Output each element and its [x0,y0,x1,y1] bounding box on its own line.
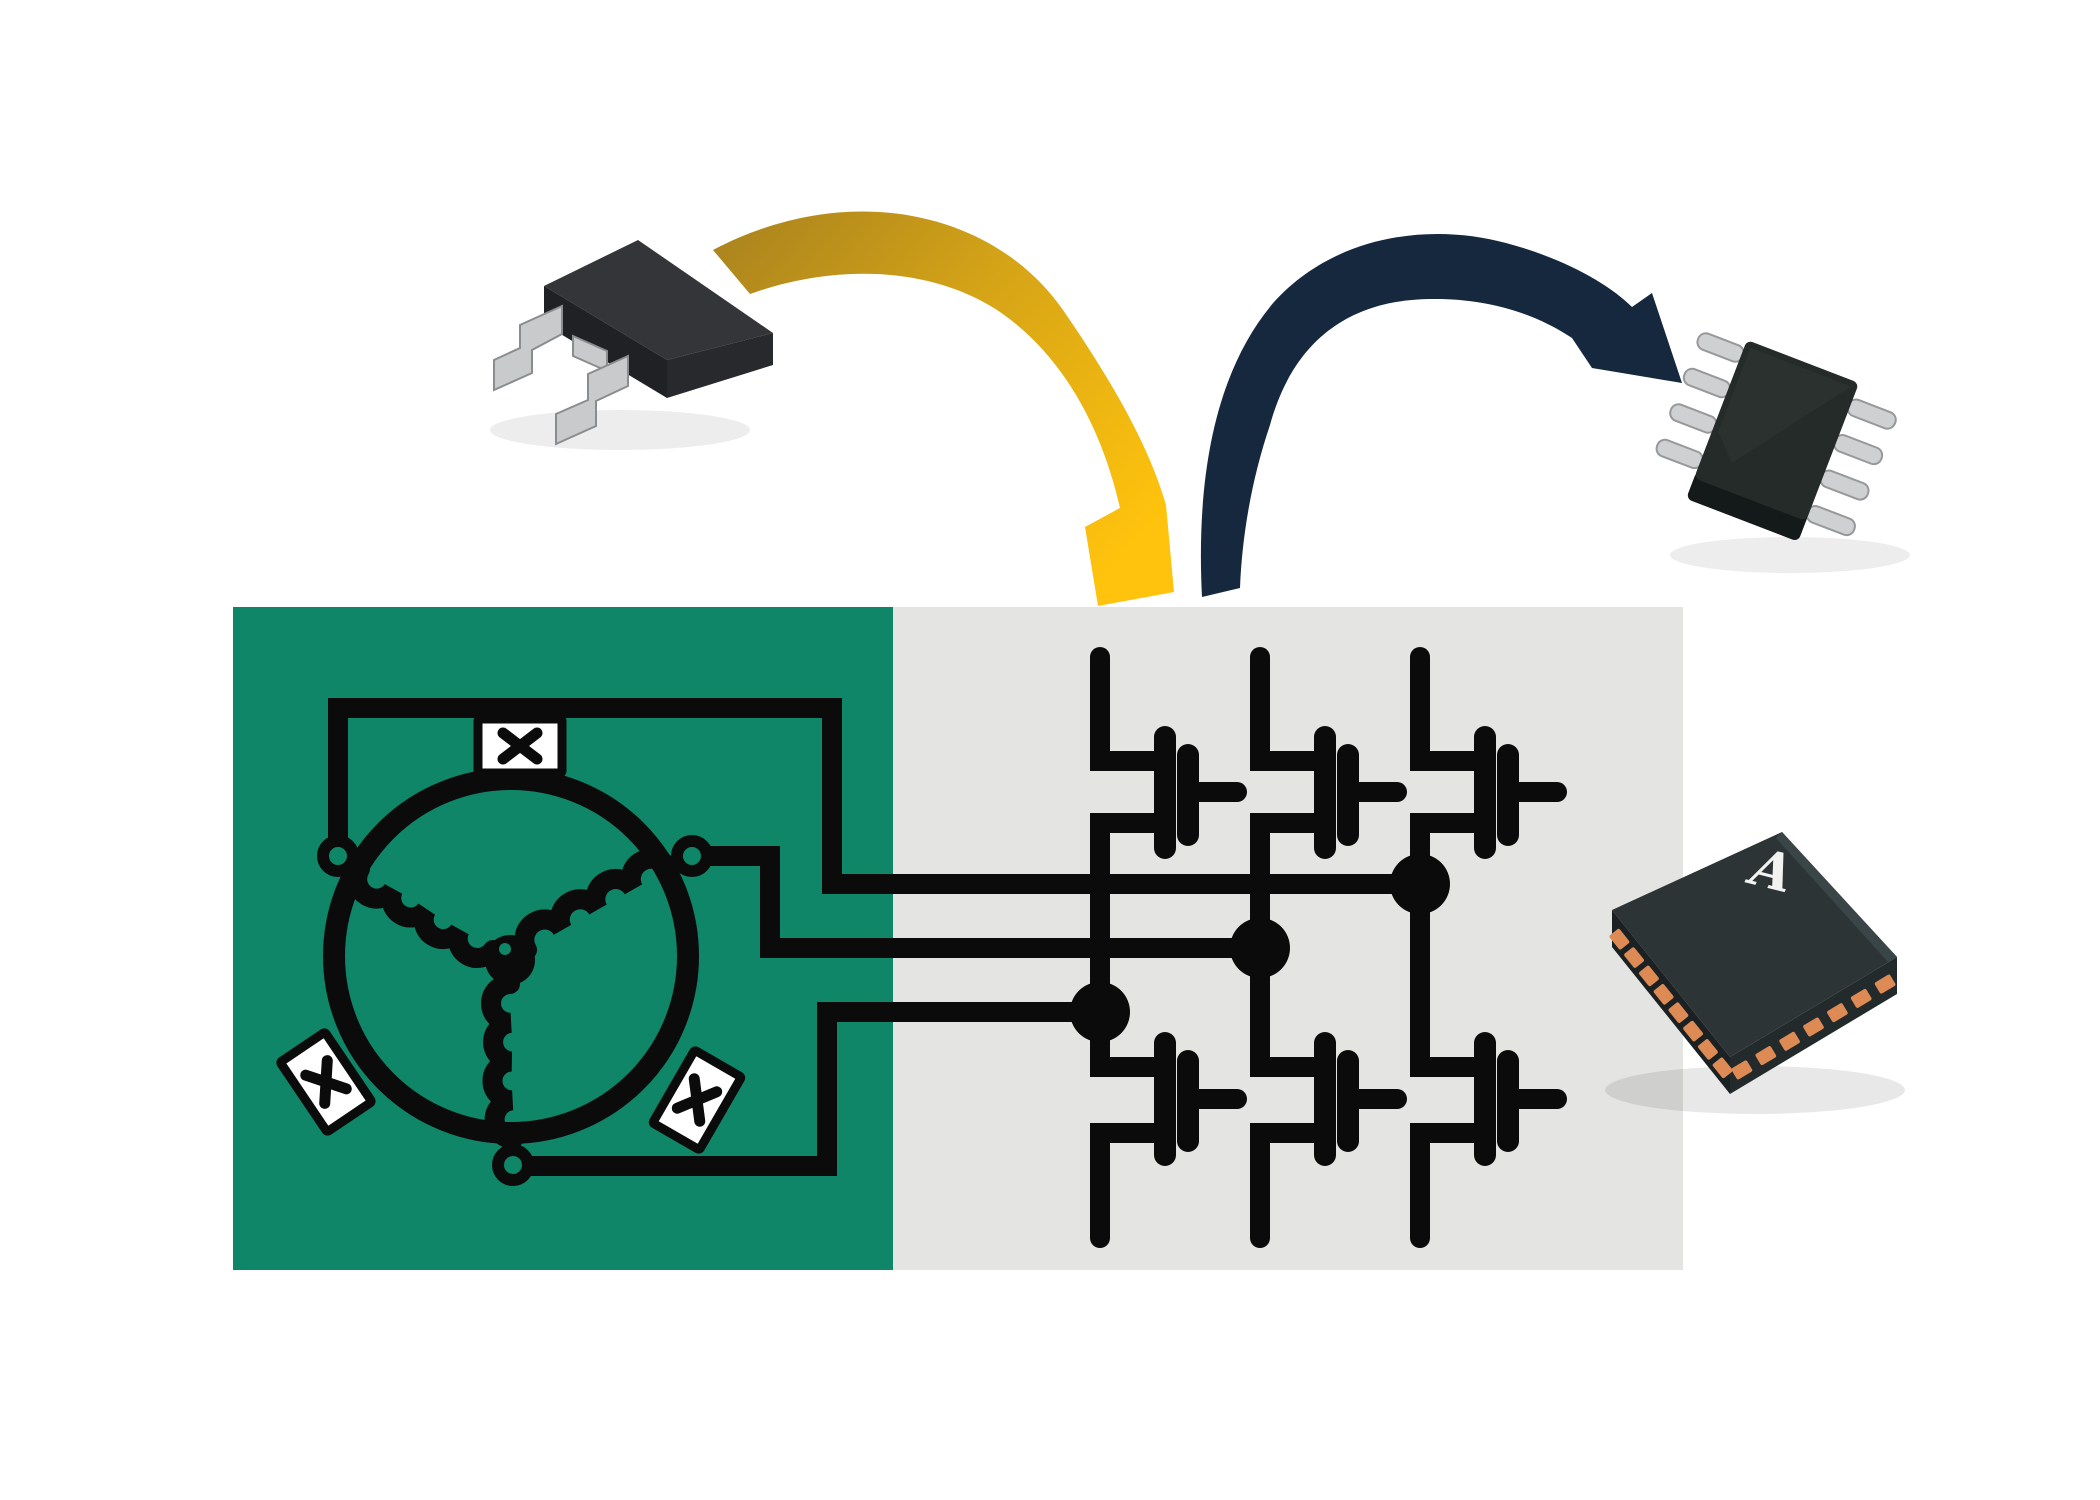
motor-winding-coil [481,974,523,1149]
mosfet-source-to-drain-link [1410,813,1495,1077]
circuit-wiring [323,647,1567,1248]
motor-terminal-ring [492,1144,534,1186]
dpak-shadow [490,410,750,450]
qfn-shadow [1605,1066,1905,1114]
motor-terminals [317,835,713,1186]
dpak-lead [555,354,629,446]
soic-lead [1682,367,1732,399]
qfn-pad [1712,1057,1733,1079]
soic-lead [1833,434,1884,466]
soic-lead [1805,504,1856,537]
winding-hub-highlight [499,943,511,955]
soic-shadow [1670,537,1910,573]
mosfet-source-to-drain-link [1090,813,1175,1077]
x-mark-boxes [276,714,746,1154]
soic-leads [1655,332,1897,537]
qfn-edge-highlight [1776,832,1897,962]
phase-lines [328,698,1430,1176]
mosfet-drain-lead [1090,647,1175,771]
qfn-pad [1850,988,1872,1008]
junction-dot [1230,918,1290,978]
qfn-pad [1653,984,1674,1005]
dpak-body-front-right [667,333,773,398]
soic-body-sheen [1718,347,1852,463]
junction-dot [1390,854,1450,914]
qfn-pad [1755,1046,1777,1066]
qfn-pad [1731,1060,1753,1080]
phase-line-middle [682,846,1270,958]
soic-lead [1846,398,1897,430]
dpak-body-top [544,240,773,360]
qfn-pad [1779,1031,1800,1051]
mosfet-half-bridge-column [1410,647,1567,1248]
phase-line-bottom [503,1002,1110,1176]
junction-dot [1070,982,1130,1042]
dpak-body-front-left [544,286,667,398]
qfn-pad [1609,928,1630,950]
mosfet-drain-lead [1250,647,1335,771]
mosfet-source-lead [1250,1123,1335,1248]
qfn-pad [1803,1017,1824,1037]
qfn-pads [1609,928,1896,1080]
mosfet-source-lead [1410,1123,1495,1248]
navy-arrow [1200,233,1682,598]
soic-lead [1696,332,1745,363]
qfn-pad [1874,974,1896,994]
qfn-pad [1668,1002,1689,1023]
soic-lead [1819,469,1870,501]
junction-dots [1070,854,1450,1042]
qfn-pad [1639,965,1659,987]
mosfet-half-bridge-column [1090,647,1247,1248]
x-mark-box [276,1028,376,1136]
yellow-arrow [713,211,1174,606]
inverter-bridge [1090,647,1567,1248]
dpak-leads [493,304,629,446]
qfn-pad [1698,1039,1718,1060]
soic-lead [1669,403,1718,434]
mosfet-drain-lead [1410,647,1495,771]
x-mark-box [473,714,567,778]
qfn-package: A [1605,832,1905,1114]
soic-lead [1655,438,1704,470]
qfn-pad [1827,1003,1848,1023]
phase-line-top [328,698,1430,894]
qfn-pad [1683,1020,1703,1042]
soic-body-side [1687,472,1808,540]
soic8-package [1655,332,1910,573]
dpak-package [490,240,773,450]
three-phase-windings [347,848,679,1149]
mosfet-source-lead [1090,1123,1175,1248]
motor-terminal-ring [671,835,713,877]
motor-winding-coil [514,848,679,960]
motor-winding-coil [347,859,503,968]
qfn-pad [1624,947,1644,968]
dpak-lead [493,304,563,392]
x-mark-box [648,1046,746,1154]
winding-hub [485,935,535,985]
motor-terminal-ring [317,835,359,877]
motor-symbol [323,768,699,1149]
